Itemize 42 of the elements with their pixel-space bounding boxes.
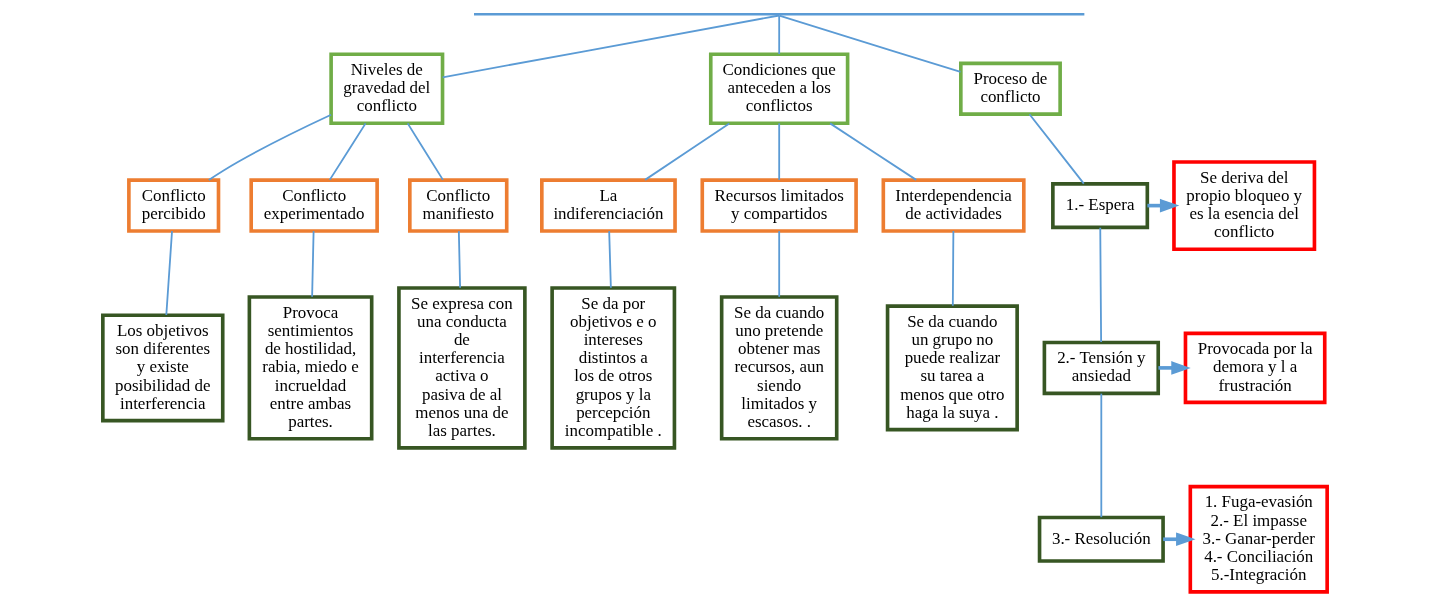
connector: [310, 230, 314, 298]
node-box: Provocada por la demora y l a frustración: [1183, 331, 1327, 405]
arrow: [1162, 532, 1195, 547]
node-box: Se expresa con una conducta de interferencia activa o pasiva de al menos una de las partes.: [396, 286, 527, 450]
connector: [777, 14, 961, 73]
connector: [328, 122, 366, 181]
node-box: 3.- Resolución: [1037, 515, 1165, 563]
connector: [1028, 113, 1085, 185]
arrow: [1157, 361, 1191, 375]
connector: [457, 230, 461, 289]
node-box: La indiferenciación: [539, 178, 677, 233]
connector: [643, 122, 730, 181]
node-box: Los objetivos son diferentes y existe posibilidad de interferencia: [100, 313, 225, 423]
node-box: 2.- Tensión y ansiedad: [1042, 340, 1160, 396]
node-box: Condiciones que anteceden a los conflictos: [708, 52, 849, 126]
node-box: Provoca sentimientos de hostilidad, rabia, miedo e incrueldad entre ambas partes.: [247, 295, 373, 441]
node-bar: [473, 13, 1084, 16]
connector: [441, 14, 780, 79]
node-box: 1.- Espera: [1050, 182, 1149, 230]
connector: [1099, 392, 1102, 519]
connector: [777, 230, 780, 298]
connector: [406, 122, 444, 181]
node-box: Se deriva del propio bloqueo y es la esencia del conflicto: [1171, 160, 1316, 252]
node-box: Se da por objetivos e o intereses distintos a los de otros grupos y la percepción incompatible .: [549, 286, 676, 450]
node-box: Proceso de conflicto: [958, 61, 1062, 116]
node-box: Conflicto percibido: [126, 178, 220, 233]
node-box: Interdependencia de actividades: [881, 178, 1026, 233]
connector: [777, 122, 780, 181]
connector: [828, 122, 917, 181]
connector: [951, 230, 954, 307]
node-box: Se da cuando uno pretende obtener mas recursos, aun siendo limitados y escasos. .: [719, 295, 838, 441]
node-box: Niveles de gravedad del conflicto: [328, 52, 444, 126]
node-box: Conflicto experimentado: [248, 178, 379, 233]
node-box: 1. Fuga-evasión 2.- El impasse 3.- Ganar-perder 4.- Conciliación 5.-Integración: [1188, 484, 1329, 594]
connector: [607, 230, 612, 289]
connector: [164, 230, 173, 316]
connector: [777, 14, 780, 55]
node-box: Se da cuando un grupo no puede realizar su tarea a menos que otro haga la suya .: [885, 304, 1019, 432]
node-box: Conflicto manifiesto: [407, 178, 509, 233]
connector: [207, 113, 332, 181]
connector: [1098, 226, 1102, 344]
node-box: Recursos limitados y compartidos: [699, 178, 858, 233]
